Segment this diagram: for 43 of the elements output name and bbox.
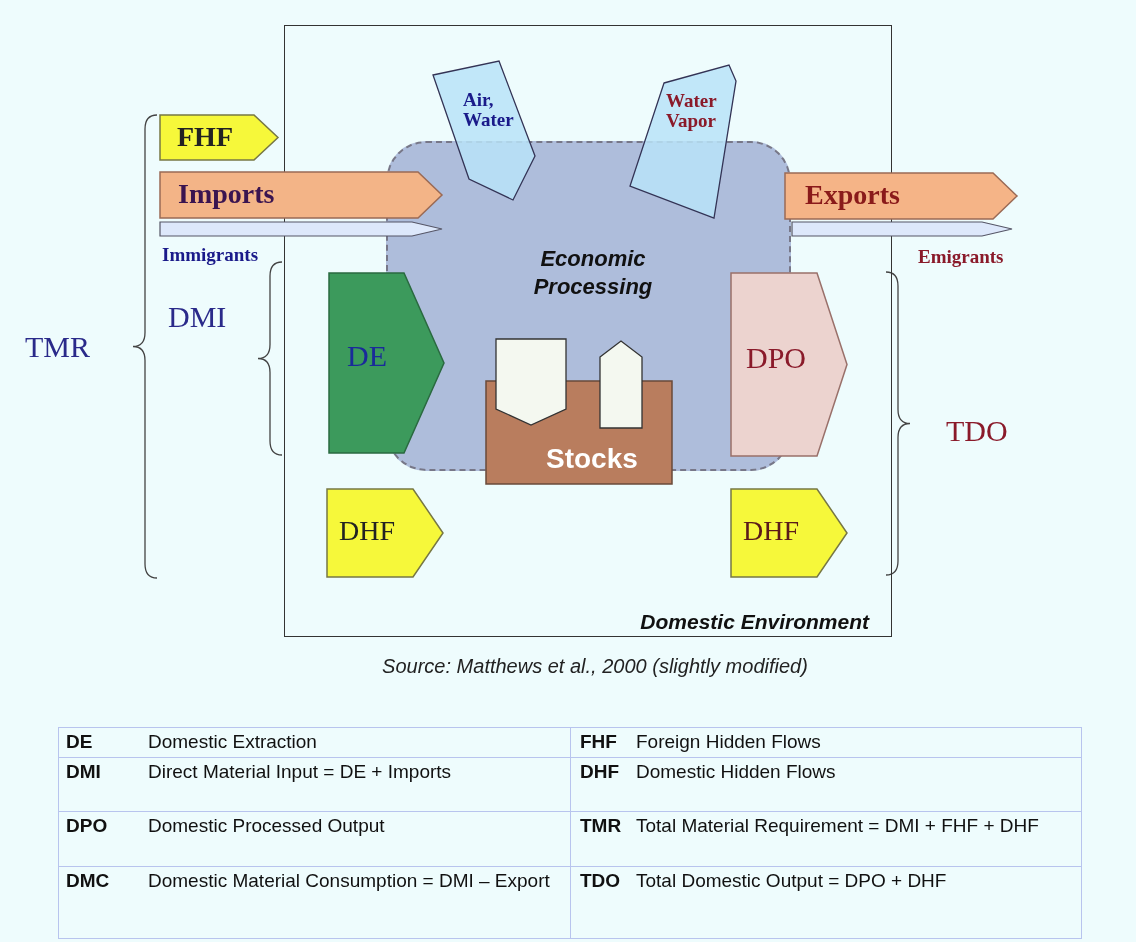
- abbreviation: DPO: [66, 814, 109, 838]
- definition: Domestic Hidden Flows: [636, 760, 837, 784]
- pentagon-box: [731, 273, 847, 456]
- bracket-label: TDO: [946, 414, 1008, 448]
- definition: Domestic Material Consumption = DMI – Export: [148, 869, 551, 893]
- node-label: DPO: [746, 341, 806, 375]
- definition: Domestic Processed Output: [148, 814, 386, 838]
- node-label: Domestic Environment: [639, 610, 869, 634]
- node-label: Imports: [178, 178, 275, 210]
- abbreviation: DE: [66, 730, 94, 754]
- node-label: FHF: [177, 121, 233, 153]
- abbreviation: DMI: [66, 760, 102, 784]
- strip-box: [160, 222, 442, 268]
- caption: Source: Matthews et al., 2000 (slightly modified): [381, 655, 809, 678]
- node-label: Water Vapor: [666, 91, 718, 131]
- node-label: DHF: [339, 515, 395, 547]
- abbreviation: DMC: [66, 869, 111, 893]
- pentagon-box: [160, 172, 442, 218]
- stocks-drawing: [486, 339, 672, 484]
- definition: Total Domestic Output = DPO + DHF: [636, 869, 948, 893]
- definition: Direct Material Input = DE + Imports: [148, 760, 453, 784]
- definition: Foreign Hidden Flows: [636, 730, 822, 754]
- node-label: DE: [347, 339, 387, 373]
- node-label: Exports: [805, 179, 900, 211]
- pentagon-box: [160, 115, 278, 160]
- node-label: DHF: [743, 515, 799, 547]
- bracket-label: DMI: [168, 300, 227, 334]
- node-label: Emigrants: [918, 246, 1004, 268]
- node-label: Economic Processing: [532, 245, 654, 300]
- abbreviation: DHF: [580, 760, 621, 784]
- pentagon-box: [731, 489, 847, 577]
- node-label: Air, Water: [463, 90, 515, 130]
- definition: Domestic Extraction: [148, 730, 318, 754]
- abbreviation: TMR: [580, 814, 622, 838]
- node-label: Immigrants: [162, 244, 259, 266]
- pentagon-box: [327, 489, 443, 577]
- node-label: Stocks: [546, 443, 638, 475]
- abbreviation: TDO: [580, 869, 622, 893]
- definition: Total Material Requirement = DMI + FHF + DHF: [636, 814, 1040, 838]
- pentagon-box: [329, 273, 444, 453]
- pentagon-box: [785, 173, 1017, 219]
- bracket-label: TMR: [25, 330, 90, 364]
- abbreviation: FHF: [580, 730, 618, 754]
